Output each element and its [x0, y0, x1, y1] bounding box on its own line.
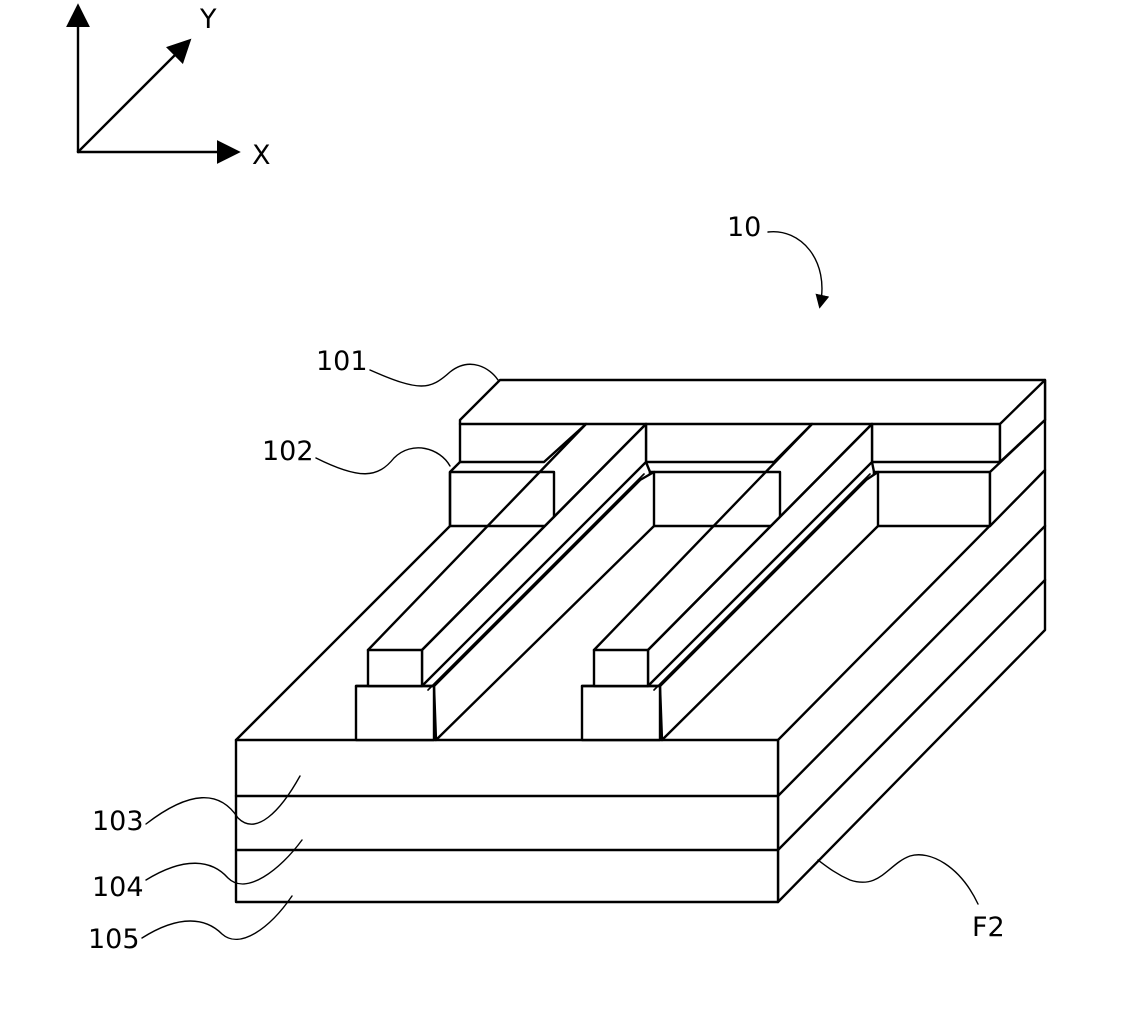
slab-front-face [236, 740, 778, 902]
back-bar-upper-front-mid [646, 424, 812, 462]
leader-device-10 [768, 232, 822, 306]
label-layer-102: 102 [262, 436, 314, 467]
y-axis-label: Y [199, 4, 217, 35]
label-layer-104: 104 [92, 872, 144, 903]
leader-face-f2 [818, 855, 978, 904]
layer-101-top-outline [460, 380, 1045, 424]
finger-right-upper-front [594, 650, 648, 686]
label-device-10: 10 [727, 212, 761, 243]
label-layer-101: 101 [316, 346, 368, 377]
leader-layer-102 [316, 448, 450, 474]
y-axis-arrow [78, 42, 188, 152]
finger-left-lower-front [356, 686, 434, 740]
label-layer-105: 105 [88, 924, 140, 955]
back-bar-layers [450, 380, 1045, 526]
coordinate-axes: Y X [78, 4, 271, 171]
label-face-f2: F2 [972, 912, 1005, 943]
back-bar-upper-front-right [872, 424, 1000, 462]
back-bar-lower-front-right [874, 472, 990, 526]
leader-layer-101 [370, 364, 498, 386]
back-bar-lower-front-mid [650, 472, 780, 526]
label-layer-103: 103 [92, 806, 144, 837]
x-axis-label: X [252, 140, 271, 171]
finger-right-lower-front [582, 686, 660, 740]
back-bar-lower-front-left [450, 472, 554, 526]
finger-left-upper-front [368, 650, 422, 686]
